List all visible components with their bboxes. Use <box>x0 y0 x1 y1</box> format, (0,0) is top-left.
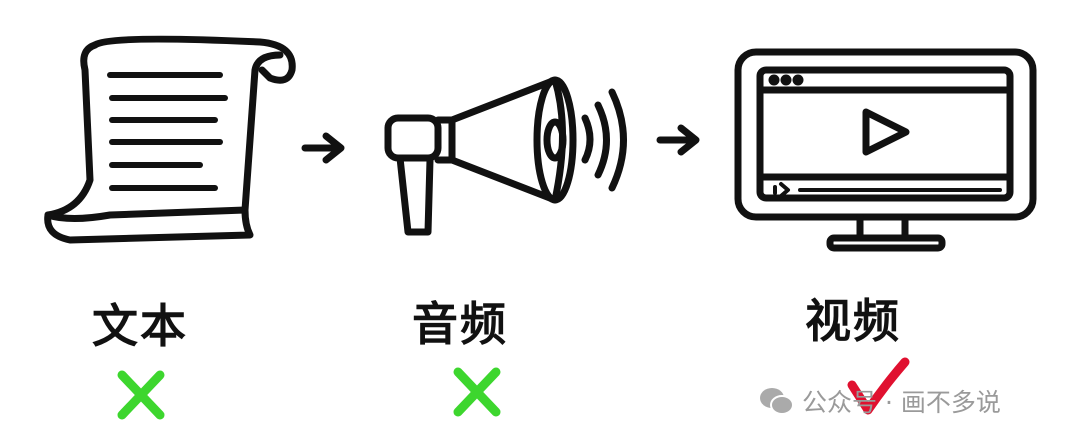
video-monitor-icon <box>734 48 1037 252</box>
check-icon <box>847 357 910 415</box>
step-label-audio: 音频 <box>412 297 508 351</box>
step-label-text: 文本 <box>92 299 188 353</box>
watermark: 公众号 · 画不多说 <box>758 383 1001 419</box>
megaphone-icon <box>384 76 627 236</box>
cross-icon <box>453 367 501 417</box>
scroll-document-icon <box>44 35 296 244</box>
watermark-text: 公众号 · 画不多说 <box>802 388 1001 417</box>
arrow-icon <box>301 132 345 164</box>
arrow-icon <box>656 124 700 156</box>
step-label-video: 视频 <box>805 294 901 348</box>
cross-icon <box>117 370 165 420</box>
wechat-icon <box>760 388 794 415</box>
play-icon <box>862 108 910 156</box>
